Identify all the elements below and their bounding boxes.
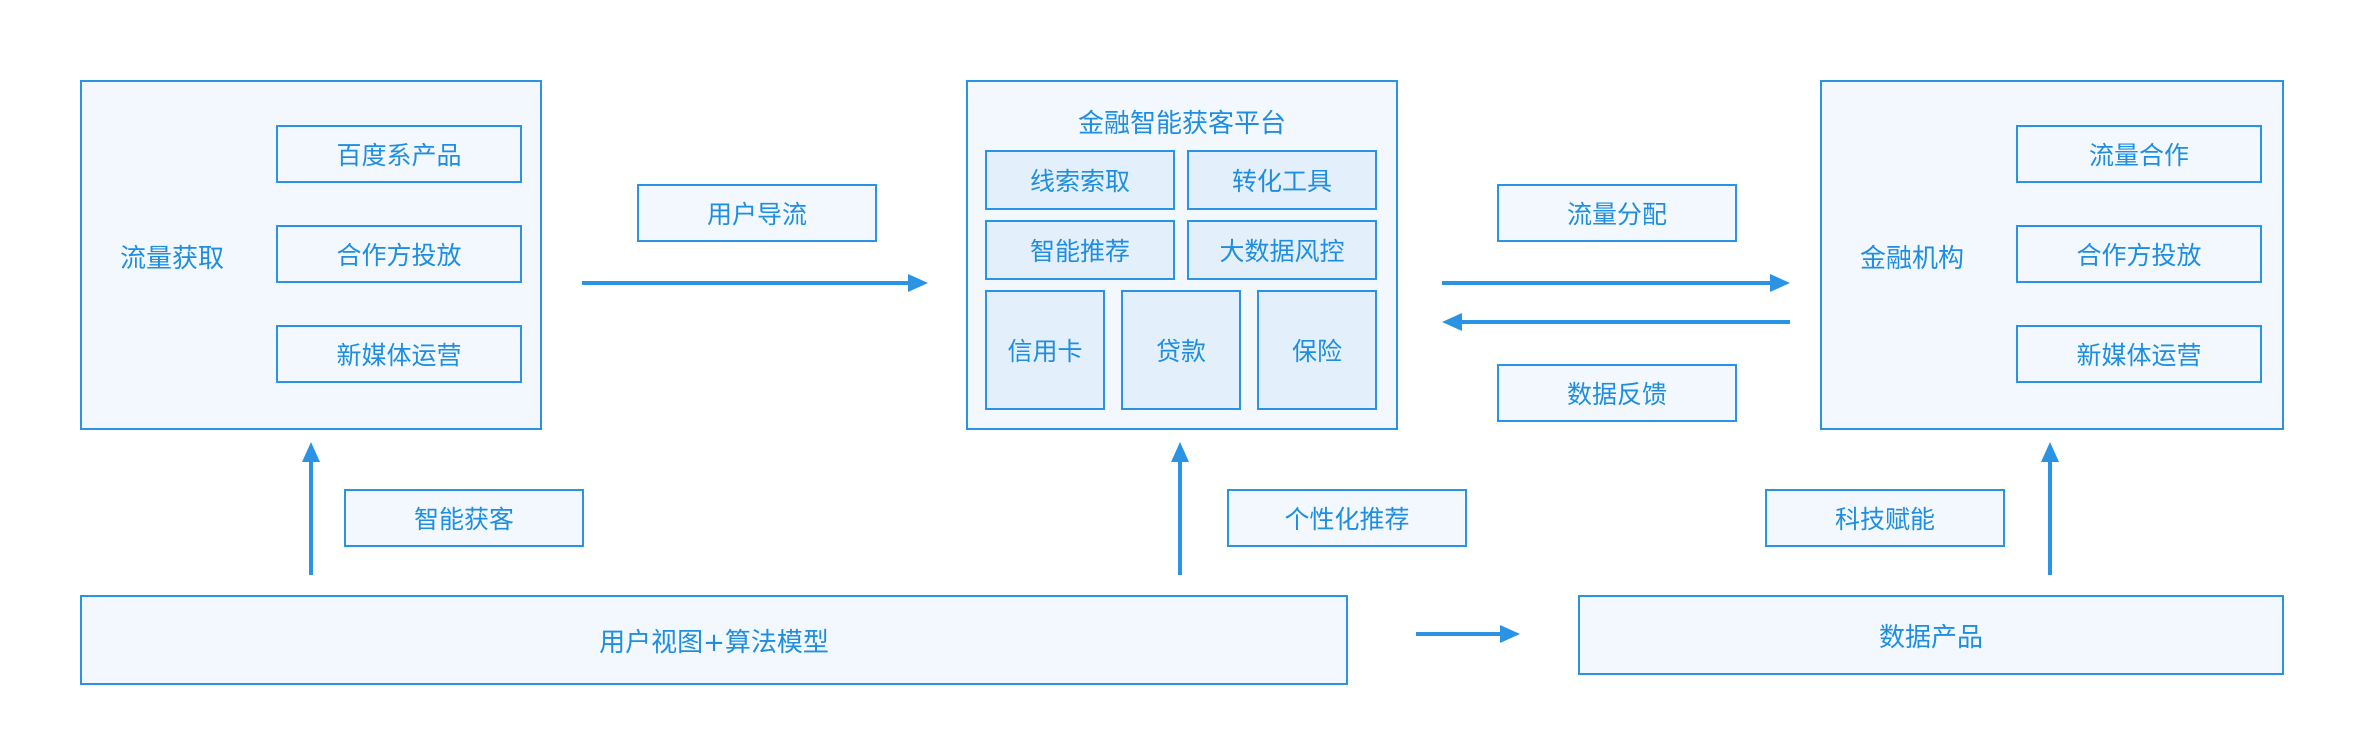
left-item-new-media-ops: 新媒体运营: [276, 325, 522, 383]
left-item-baidu-products: 百度系产品: [276, 125, 522, 183]
arrowhead-center-to-right: [1770, 274, 1790, 292]
arrowhead-right-to-center: [1442, 313, 1462, 331]
cell-smart-recommendation: 智能推荐: [985, 220, 1175, 280]
arrowhead-data-product-to-right: [2041, 442, 2059, 462]
traffic-acquisition-title: 流量获取: [120, 244, 225, 274]
data-product-bar: 数据产品: [1578, 595, 2284, 675]
cell-loan: 贷款: [1121, 290, 1241, 410]
label-tech-empowerment: 科技赋能: [1765, 489, 2005, 547]
cell-conversion-tools: 转化工具: [1187, 150, 1377, 210]
cell-lead-acquisition: 线索索取: [985, 150, 1175, 210]
right-item-partner-placement: 合作方投放: [2016, 225, 2262, 283]
right-item-traffic-cooperation: 流量合作: [2016, 125, 2262, 183]
label-personalized-recommendation: 个性化推荐: [1227, 489, 1467, 547]
right-item-new-media-ops: 新媒体运营: [2016, 325, 2262, 383]
arrowhead-model-to-left: [302, 442, 320, 462]
arrowhead-model-to-data-product: [1500, 625, 1520, 643]
cell-credit-card: 信用卡: [985, 290, 1105, 410]
arrowhead-left-to-center: [908, 274, 928, 292]
label-data-feedback: 数据反馈: [1497, 364, 1737, 422]
cell-insurance: 保险: [1257, 290, 1377, 410]
arrowhead-model-to-center: [1171, 442, 1189, 462]
cell-big-data-risk-control: 大数据风控: [1187, 220, 1377, 280]
label-traffic-distribution: 流量分配: [1497, 184, 1737, 242]
left-item-partner-placement: 合作方投放: [276, 225, 522, 283]
financial-institutions-title: 金融机构: [1860, 244, 1965, 274]
label-smart-acquisition: 智能获客: [344, 489, 584, 547]
label-user-diversion: 用户导流: [637, 184, 877, 242]
platform-title: 金融智能获客平台: [1078, 109, 1287, 139]
user-view-algorithm-model-bar: 用户视图+算法模型: [80, 595, 1348, 685]
